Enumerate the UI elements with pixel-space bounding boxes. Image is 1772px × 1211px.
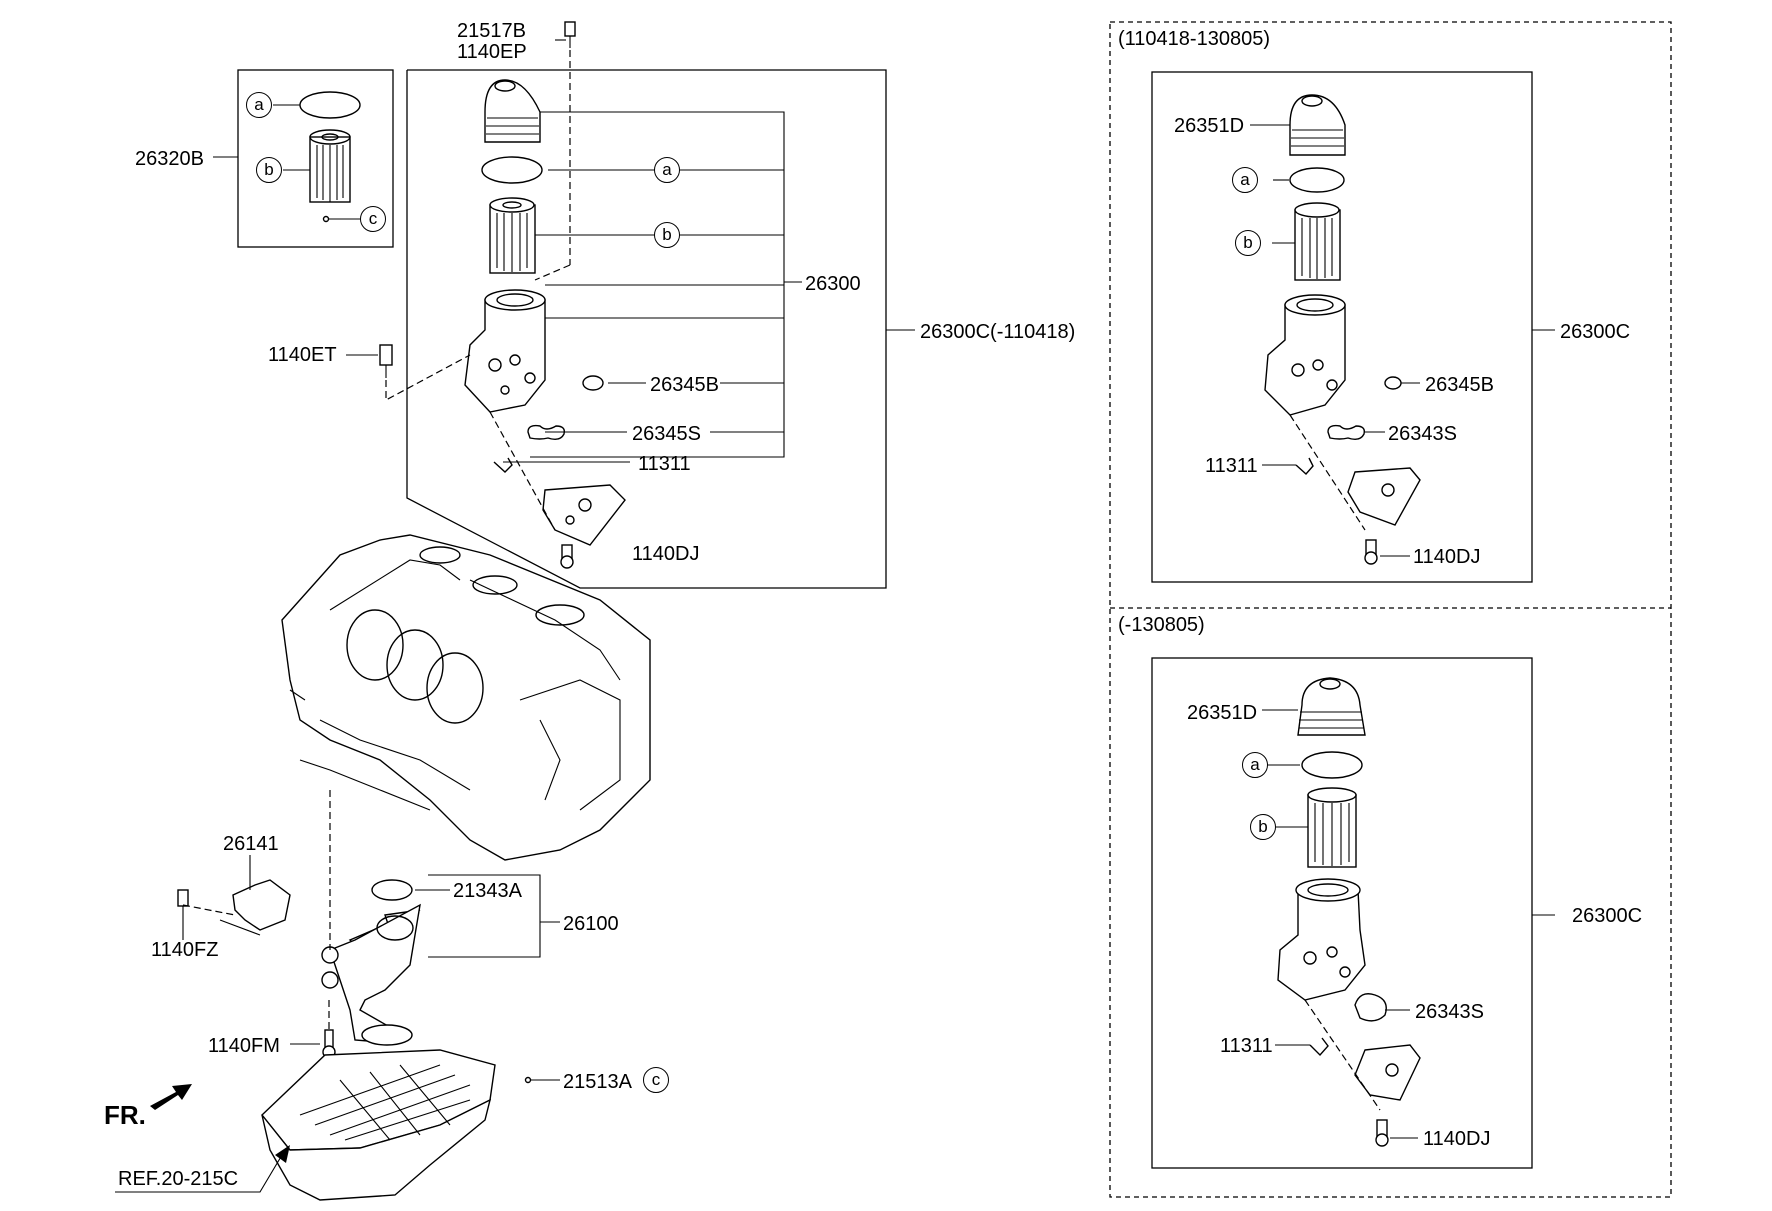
label-ref: REF.20-215C — [118, 1168, 239, 1190]
engine-block — [281, 534, 651, 861]
label-r1-1140dj: 1140DJ — [1413, 546, 1481, 568]
callout-a: a — [1232, 167, 1258, 193]
label-front-direction: FR. — [104, 1100, 146, 1130]
upper-variant-assembly — [1151, 71, 1555, 583]
label-26141: 26141 — [223, 833, 279, 855]
label-26345b: 26345B — [650, 374, 719, 396]
label-r2-11311: 11311 — [1220, 1035, 1273, 1057]
label-r1-26345b: 26345B — [1425, 374, 1494, 396]
label-r1-26300c: 26300C — [1560, 321, 1631, 343]
label-r2-1140dj: 1140DJ — [1423, 1128, 1491, 1150]
label-21517b: 21517B — [457, 20, 526, 42]
label-26100: 26100 — [563, 913, 619, 935]
label-21343a: 21343A — [453, 880, 522, 902]
callout-b: b — [256, 157, 282, 183]
label-1140et: 1140ET — [268, 344, 337, 366]
label-26300c-main: 26300C(-110418) — [920, 321, 1076, 343]
panel-title-lower: (-130805) — [1118, 614, 1205, 636]
label-11311: 11311 — [638, 453, 691, 475]
label-26345s: 26345S — [632, 423, 701, 445]
label-r1-26351d: 26351D — [1174, 115, 1245, 137]
callout-b: b — [654, 222, 680, 248]
variant-panels-frame — [1109, 21, 1672, 1198]
label-21513a: 21513A — [563, 1071, 632, 1093]
callout-b: b — [1235, 230, 1261, 256]
lower-variant-assembly — [1151, 657, 1555, 1169]
label-1140dj: 1140DJ — [632, 543, 700, 565]
panel-title-upper: (110418-130805) — [1118, 28, 1270, 50]
label-r1-11311: 11311 — [1205, 455, 1258, 477]
label-26300: 26300 — [805, 273, 861, 295]
filter-kit-box — [213, 69, 394, 248]
label-1140ep: 1140EP — [457, 41, 527, 63]
label-r2-26343s: 26343S — [1415, 1001, 1484, 1023]
label-1140fm: 1140FM — [208, 1035, 280, 1057]
label-r2-26351d: 26351D — [1187, 702, 1258, 724]
callout-b: b — [1250, 814, 1276, 840]
oil-filter-assembly-box — [346, 21, 915, 589]
label-r1-26343s: 26343S — [1388, 423, 1457, 445]
callout-c: c — [360, 206, 386, 232]
callout-c: c — [643, 1067, 669, 1093]
label-26320b: 26320B — [135, 148, 204, 170]
label-r2-26300c: 26300C — [1572, 905, 1643, 927]
label-1140fz: 1140FZ — [151, 939, 219, 961]
callout-a: a — [1242, 752, 1268, 778]
callout-a: a — [246, 92, 272, 118]
oil-pump-assembly — [177, 790, 560, 1059]
oil-pan — [115, 1049, 560, 1201]
callout-a: a — [654, 157, 680, 183]
